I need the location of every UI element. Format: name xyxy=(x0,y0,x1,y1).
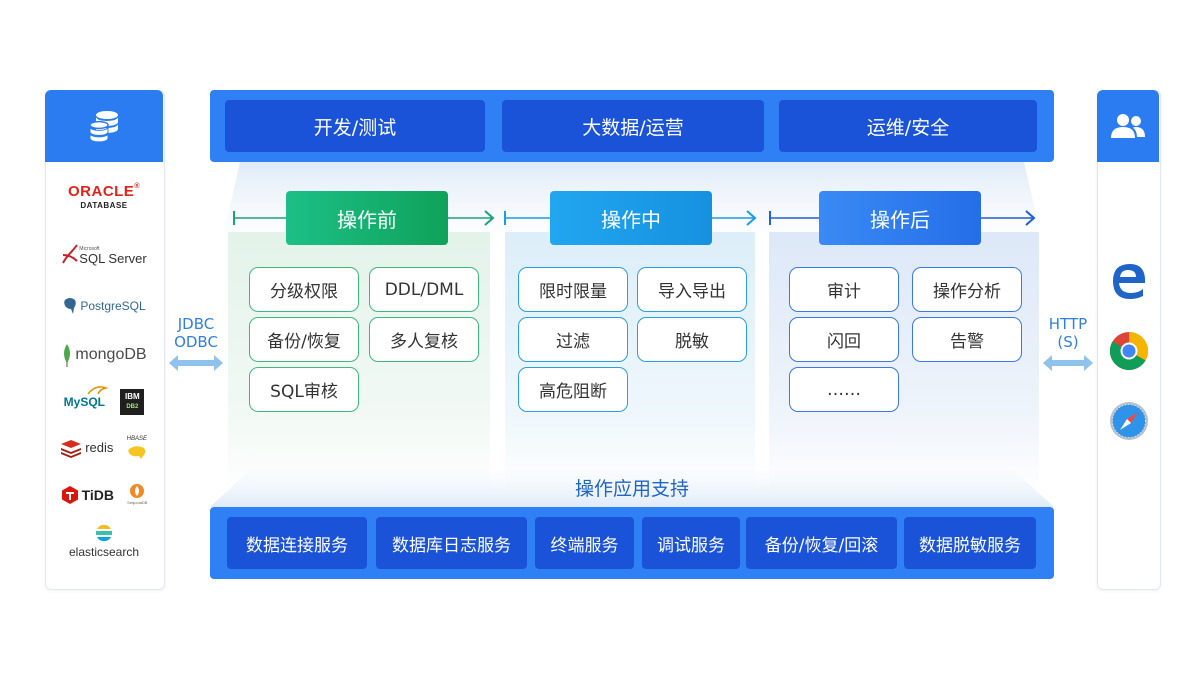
svc-debug[interactable]: 调试服务 xyxy=(642,517,740,569)
item-import-export[interactable]: 导入导出 xyxy=(637,267,747,312)
bottom-bar: 数据连接服务 数据库日志服务 终端服务 调试服务 备份/恢复/回滚 数据脱敏服务 xyxy=(210,507,1054,579)
redis-icon xyxy=(61,439,82,458)
stage-after-title[interactable]: 操作后 xyxy=(819,191,981,245)
database-panel: ORACLE® DATABASE Microsoft SQL Server Po… xyxy=(45,90,165,590)
top-bar: 开发/测试 大数据/运营 运维/安全 xyxy=(210,90,1054,162)
redis-hbase-row: redis HBASE xyxy=(46,435,162,460)
db2-logo: IBM DB2 xyxy=(120,389,145,415)
client-panel-header xyxy=(1097,90,1159,162)
elasticsearch-logo: elasticsearch xyxy=(46,523,162,559)
item-sql-audit[interactable]: SQL审核 xyxy=(249,367,359,412)
item-multi-review[interactable]: 多人复核 xyxy=(369,317,479,362)
oracle-logo: ORACLE® DATABASE xyxy=(67,183,140,210)
item-more[interactable]: …… xyxy=(789,367,899,412)
support-label: 操作应用支持 xyxy=(574,478,689,500)
top-item-dev-test[interactable]: 开发/测试 xyxy=(225,100,485,152)
top-item-bigdata-ops[interactable]: 大数据/运营 xyxy=(502,100,764,152)
stage-during-title[interactable]: 操作中 xyxy=(550,191,712,245)
sqlserver-icon xyxy=(62,244,79,264)
tidb-logo: TiDB xyxy=(61,485,114,505)
database-panel-header xyxy=(45,90,163,162)
mongodb-logo: mongoDB xyxy=(46,343,162,367)
item-operation-analysis[interactable]: 操作分析 xyxy=(912,267,1022,312)
leaf-icon xyxy=(64,344,71,367)
safari-icon[interactable] xyxy=(1109,401,1149,441)
item-alert[interactable]: 告警 xyxy=(912,317,1022,362)
item-backup-restore[interactable]: 备份/恢复 xyxy=(249,317,359,362)
item-ddl-dml[interactable]: DDL/DML xyxy=(369,267,479,312)
sqlserver-logo: Microsoft SQL Server xyxy=(46,243,162,265)
dolphin-icon xyxy=(87,386,108,395)
item-audit[interactable]: 审计 xyxy=(789,267,899,312)
chrome-icon[interactable] xyxy=(1109,331,1149,371)
item-filter[interactable]: 过滤 xyxy=(518,317,628,362)
elephant-icon xyxy=(64,298,77,314)
svc-backup-restore-rollback[interactable]: 备份/恢复/回滚 xyxy=(746,517,897,569)
http-label: HTTP (S) xyxy=(1048,315,1088,351)
item-flashback[interactable]: 闪回 xyxy=(789,317,899,362)
svc-data-connection[interactable]: 数据连接服务 xyxy=(227,517,367,569)
item-high-risk-block[interactable]: 高危阻断 xyxy=(518,367,628,412)
edge-icon[interactable] xyxy=(1109,261,1149,301)
redis-logo: redis xyxy=(60,438,113,458)
svc-terminal[interactable]: 终端服务 xyxy=(535,517,634,569)
svc-data-masking[interactable]: 数据脱敏服务 xyxy=(904,517,1036,569)
mysql-logo: MySQL xyxy=(64,386,108,411)
hbase-logo: HBASE xyxy=(126,435,148,460)
jdbc-odbc-label: JDBC ODBC xyxy=(174,315,218,351)
svc-db-log[interactable]: 数据库日志服务 xyxy=(376,517,527,569)
sequoiadb-logo: SequoiaDB xyxy=(127,483,147,506)
item-tiered-permissions[interactable]: 分级权限 xyxy=(249,267,359,312)
postgresql-logo: PostgreSQL xyxy=(46,297,162,315)
elasticsearch-icon xyxy=(96,524,112,542)
tidb-sequoia-row: TiDB SequoiaDB xyxy=(46,483,162,506)
top-item-ops-security[interactable]: 运维/安全 xyxy=(779,100,1037,152)
item-masking[interactable]: 脱敏 xyxy=(637,317,747,362)
mysql-db2-row: MySQL IBM DB2 xyxy=(46,386,162,415)
client-panel xyxy=(1097,90,1161,590)
tidb-icon xyxy=(61,485,78,504)
bottom-glow xyxy=(210,470,1054,507)
item-time-quota[interactable]: 限时限量 xyxy=(518,267,628,312)
database-icon xyxy=(89,111,118,143)
hadoop-elephant-icon xyxy=(128,446,146,459)
right-double-arrow xyxy=(1043,355,1093,371)
sequoia-icon xyxy=(130,484,145,498)
users-icon xyxy=(1111,114,1145,138)
left-double-arrow xyxy=(169,355,223,371)
stage-before-title[interactable]: 操作前 xyxy=(286,191,448,245)
